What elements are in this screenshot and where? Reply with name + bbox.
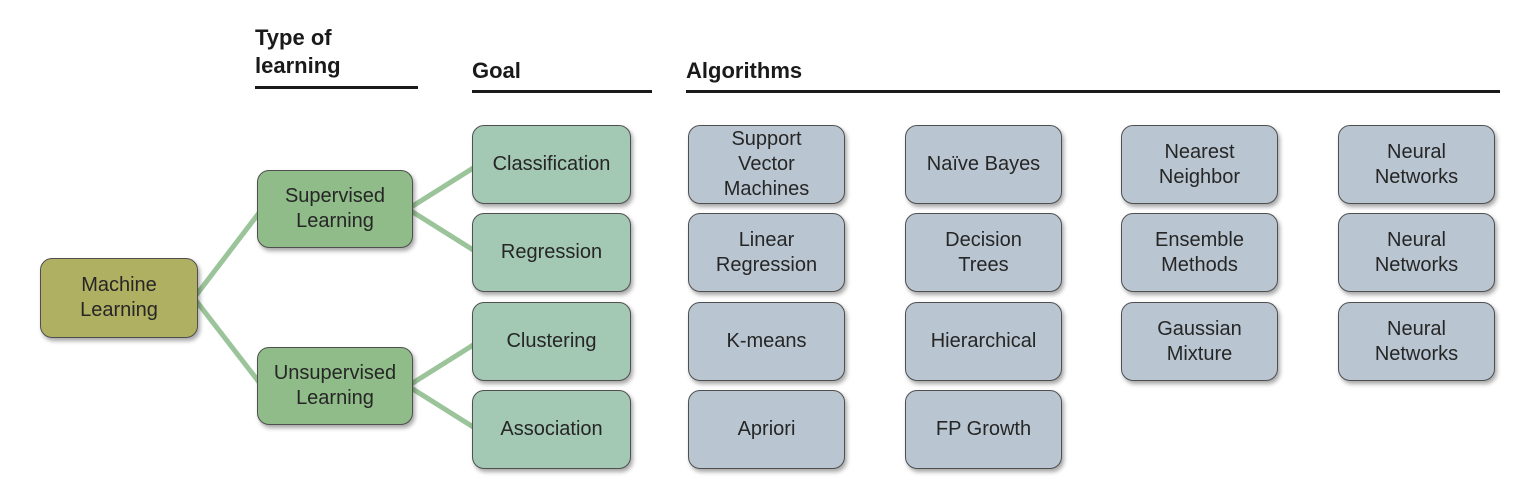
header-underline-algorithms [686, 90, 1500, 93]
header-goal: Goal [472, 58, 521, 83]
connector-root-supervised [192, 207, 264, 300]
node-neural-networks-3: Neural Networks [1338, 302, 1495, 381]
node-apriori: Apriori [688, 390, 845, 469]
header-underline-goal [472, 90, 652, 93]
node-decision-trees: Decision Trees [905, 213, 1062, 292]
connector-root-unsupervised [192, 296, 264, 388]
node-association: Association [472, 390, 631, 469]
header-underline-type-of-learning [255, 86, 418, 89]
node-neural-networks-2: Neural Networks [1338, 213, 1495, 292]
node-unsupervised-learning: Unsupervised Learning [257, 347, 413, 425]
connector-supervised-regression [406, 206, 480, 256]
node-gaussian-mixture: Gaussian Mixture [1121, 302, 1278, 381]
node-neural-networks-1: Neural Networks [1338, 125, 1495, 204]
node-nearest-neighbor: Nearest Neighbor [1121, 125, 1278, 204]
node-ensemble-methods: Ensemble Methods [1121, 213, 1278, 292]
node-k-means: K-means [688, 302, 845, 381]
node-linear-regression: Linear Regression [688, 213, 845, 292]
header-algorithms: Algorithms [686, 58, 803, 83]
node-regression: Regression [472, 213, 631, 292]
node-supervised-learning: Supervised Learning [257, 170, 413, 248]
connector-unsupervised-association [406, 383, 480, 433]
connector-unsupervised-clustering [406, 339, 480, 389]
node-support-vector-machines: Support Vector Machines [688, 125, 845, 204]
connector-supervised-classification [406, 162, 480, 212]
node-clustering: Clustering [472, 302, 631, 381]
node-classification: Classification [472, 125, 631, 204]
node-naive-bayes: Naïve Bayes [905, 125, 1062, 204]
node-hierarchical: Hierarchical [905, 302, 1062, 381]
node-fp-growth: FP Growth [905, 390, 1062, 469]
node-machine-learning: Machine Learning [40, 258, 198, 338]
header-type-of-learning: Type of learning [255, 25, 341, 78]
